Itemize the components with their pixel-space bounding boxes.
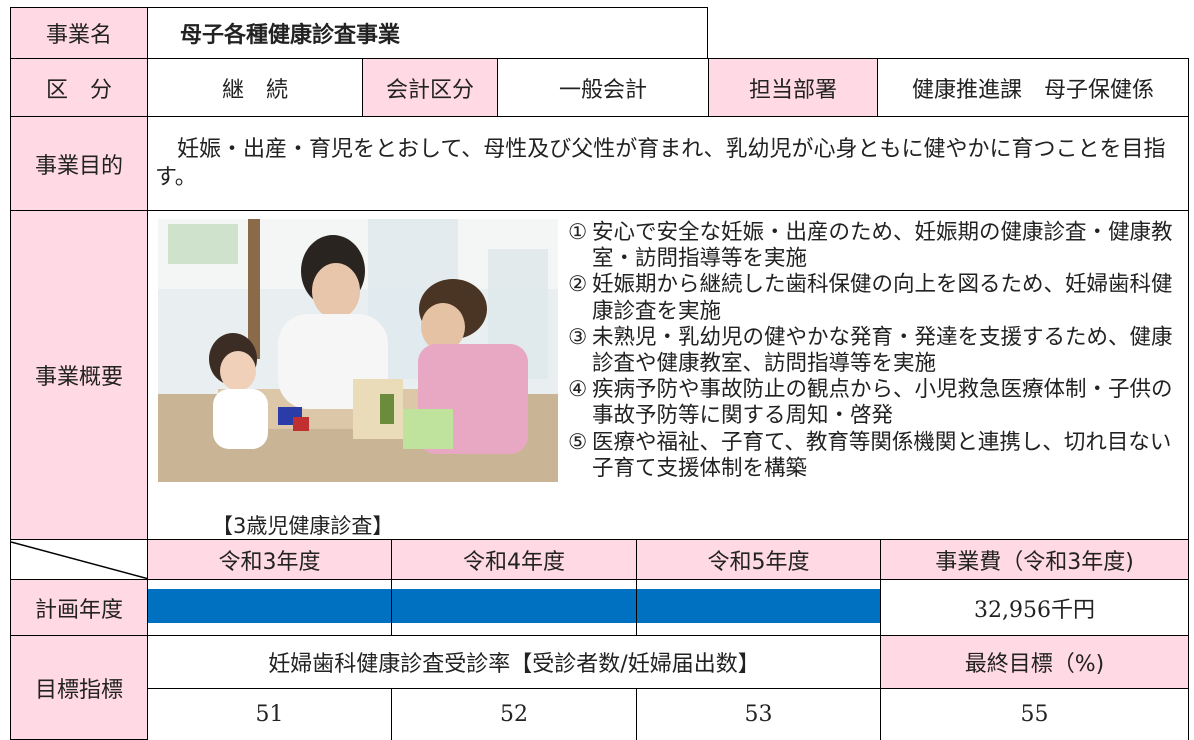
year-header-3: 令和5年度 bbox=[636, 539, 881, 580]
diagonal-line bbox=[11, 541, 149, 580]
item-number: ④ bbox=[568, 377, 588, 403]
item-number: ① bbox=[568, 220, 588, 245]
purpose-text: 妊娠・出産・育児をとおして、母性及び父性が育まれ、乳幼児が心身ともに健やかに育つ… bbox=[155, 137, 1166, 190]
indicator-name-text: 妊婦歯科健康診査受診率【受診者数/妊婦届出数】 bbox=[268, 652, 760, 677]
project-name-value: 母子各種健康診査事業 bbox=[147, 7, 708, 59]
accounting-value-text: 一般会計 bbox=[558, 77, 647, 103]
plan-year-label: 計画年度 bbox=[10, 579, 148, 636]
plan-bar-year-2 bbox=[392, 589, 636, 623]
final-target-value: 55 bbox=[880, 688, 1189, 740]
health-checkup-photo bbox=[158, 219, 558, 482]
project-name-label: 事業名 bbox=[10, 7, 148, 59]
year-header-2: 令和4年度 bbox=[391, 539, 637, 580]
list-item: ② 妊娠期から継続した歯科保健の向上を図るため、妊婦歯科健康診査を実施 bbox=[568, 272, 1188, 324]
indicator-value-1: 51 bbox=[147, 688, 392, 740]
final-target-label-text: 最終目標（%) bbox=[964, 652, 1105, 677]
cost-header-text: 事業費（令和3年度) bbox=[935, 549, 1134, 575]
list-item: ④ 疾病予防や事故防止の観点から、小児救急医療体制・子供の事故予防等に関する周知… bbox=[568, 377, 1188, 429]
department-value: 健康推進課 母子保健係 bbox=[877, 58, 1189, 117]
item-text: 医療や福祉、子育て、教育等関係機関と連携し、切れ目ない子育て支援体制を構築 bbox=[592, 429, 1172, 481]
accounting-label: 会計区分 bbox=[362, 58, 498, 117]
project-name-label-text: 事業名 bbox=[45, 23, 112, 48]
year-label: 令和4年度 bbox=[463, 549, 565, 575]
year-label: 令和3年度 bbox=[218, 549, 321, 575]
item-number: ⑤ bbox=[568, 429, 588, 455]
plan-year-label-text: 計画年度 bbox=[34, 597, 123, 623]
indicator-label: 目標指標 bbox=[10, 635, 148, 740]
list-item: ③ 未熟児・乳幼児の健やかな発育・発達を支援するため、健康診査や健康教室、訪問指… bbox=[568, 325, 1188, 377]
indicator-name: 妊婦歯科健康診査受診率【受診者数/妊婦届出数】 bbox=[147, 635, 881, 689]
category-value-text: 継 続 bbox=[221, 77, 288, 103]
plan-bar-year-1 bbox=[148, 589, 391, 623]
indicator-value-2: 52 bbox=[391, 688, 637, 740]
photo-caption: 【3歳児健康診査】 bbox=[212, 514, 394, 538]
item-text: 未熟児・乳幼児の健やかな発育・発達を支援するため、健康診査や健康教室、訪問指導等… bbox=[592, 324, 1173, 377]
cost-header: 事業費（令和3年度) bbox=[880, 539, 1189, 580]
department-label: 担当部署 bbox=[708, 58, 878, 117]
indicator-label-text: 目標指標 bbox=[34, 677, 123, 703]
year-label: 令和5年度 bbox=[707, 549, 810, 575]
list-item: ⑤ 医療や福祉、子育て、教育等関係機関と連携し、切れ目ない子育て支援体制を構築 bbox=[568, 430, 1188, 482]
item-text: 安心で安全な妊娠・出産のため、妊娠期の健康診査・健康教室・訪問指導等を実施 bbox=[592, 220, 1173, 272]
department-value-text: 健康推進課 母子保健係 bbox=[911, 77, 1154, 103]
plan-bar-year-3 bbox=[637, 589, 880, 623]
corner-cell bbox=[10, 539, 149, 580]
overview-list: ① 安心で安全な妊娠・出産のため、妊娠期の健康診査・健康教室・訪問指導等を実施 … bbox=[568, 220, 1188, 482]
indicator-value-text: 52 bbox=[500, 702, 528, 727]
category-label: 区 分 bbox=[10, 58, 148, 117]
indicator-value-3: 53 bbox=[636, 688, 881, 740]
cost-value-text: 32,956千円 bbox=[974, 597, 1095, 623]
overview-label: 事業概要 bbox=[10, 210, 148, 540]
overview-label-text: 事業概要 bbox=[34, 365, 123, 390]
category-label-text: 区 分 bbox=[45, 77, 112, 103]
item-number: ② bbox=[568, 272, 588, 298]
category-value: 継 続 bbox=[147, 58, 363, 117]
final-target-value-text: 55 bbox=[1020, 702, 1049, 727]
photo-illustration bbox=[158, 219, 558, 482]
year-header-1: 令和3年度 bbox=[147, 539, 392, 580]
accounting-label-text: 会計区分 bbox=[385, 77, 474, 103]
item-text: 妊娠期から継続した歯科保健の向上を図るため、妊婦歯科健康診査を実施 bbox=[592, 272, 1173, 324]
indicator-value-text: 51 bbox=[255, 702, 284, 727]
item-text: 疾病予防や事故防止の観点から、小児救急医療体制・子供の事故予防等に関する周知・啓… bbox=[592, 377, 1173, 429]
project-name-text: 母子各種健康診査事業 bbox=[180, 23, 401, 48]
purpose-label: 事業目的 bbox=[10, 116, 148, 211]
cost-value: 32,956千円 bbox=[880, 579, 1189, 636]
department-label-text: 担当部署 bbox=[748, 77, 837, 103]
purpose-label-text: 事業目的 bbox=[34, 153, 123, 179]
list-item: ① 安心で安全な妊娠・出産のため、妊娠期の健康診査・健康教室・訪問指導等を実施 bbox=[568, 220, 1188, 272]
item-number: ③ bbox=[568, 324, 588, 350]
accounting-value: 一般会計 bbox=[497, 58, 709, 117]
final-target-label: 最終目標（%) bbox=[880, 635, 1189, 689]
indicator-value-text: 53 bbox=[744, 702, 773, 727]
